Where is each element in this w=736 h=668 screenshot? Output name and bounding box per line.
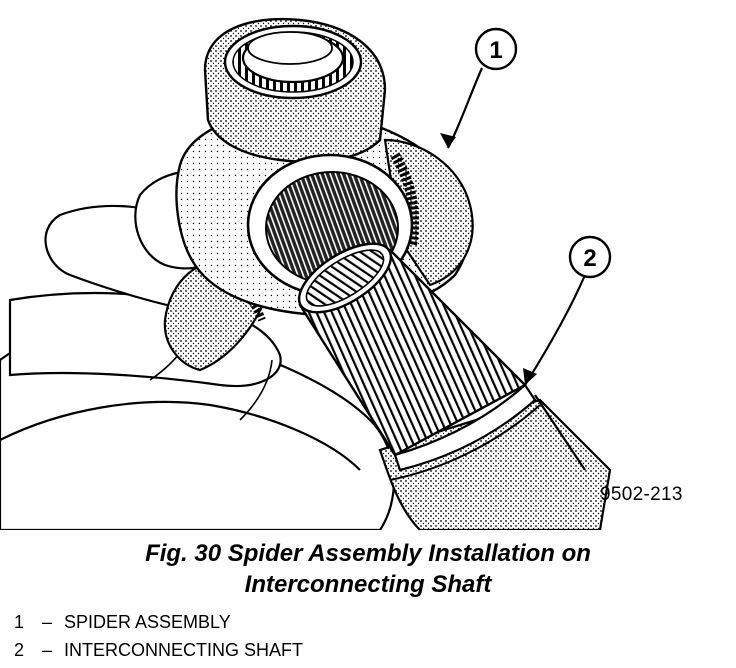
leader-line-2 <box>524 274 587 386</box>
hand-finger-lower <box>0 400 361 471</box>
legend-label: INTERCONNECTING SHAFT <box>64 640 304 660</box>
legend-dash: – <box>41 612 52 632</box>
legend-number: 2 <box>14 640 25 660</box>
legend-number: 1 <box>14 612 25 632</box>
legend-label: SPIDER ASSEMBLY <box>64 612 231 632</box>
callout-2: 2 <box>568 235 612 279</box>
legend-item: 1–SPIDER ASSEMBLY <box>14 608 303 636</box>
interconnecting-shaft <box>297 242 612 530</box>
caption-line-1: Fig. 30 Spider Assembly Installation on <box>145 540 591 567</box>
legend-item: 2–INTERCONNECTING SHAFT <box>14 636 303 664</box>
shaft-groove <box>393 383 537 472</box>
leader-lines <box>440 67 587 386</box>
figure-code: 9502-213 <box>600 484 683 505</box>
spider-trunnion-top <box>203 17 387 163</box>
spider-assembly-illustration: 1 2 <box>0 17 612 530</box>
legend: 1–SPIDER ASSEMBLY 2–INTERCONNECTING SHAF… <box>14 608 303 664</box>
caption-line-2: Interconnecting Shaft <box>244 571 492 598</box>
legend-dash: – <box>41 640 52 660</box>
leader-line-1 <box>447 67 484 149</box>
figure-caption: Fig. 30 Spider Assembly Installation on … <box>0 538 736 600</box>
callout-1: 1 <box>474 27 518 71</box>
svg-text:2: 2 <box>583 245 596 272</box>
svg-text:1: 1 <box>489 37 502 64</box>
